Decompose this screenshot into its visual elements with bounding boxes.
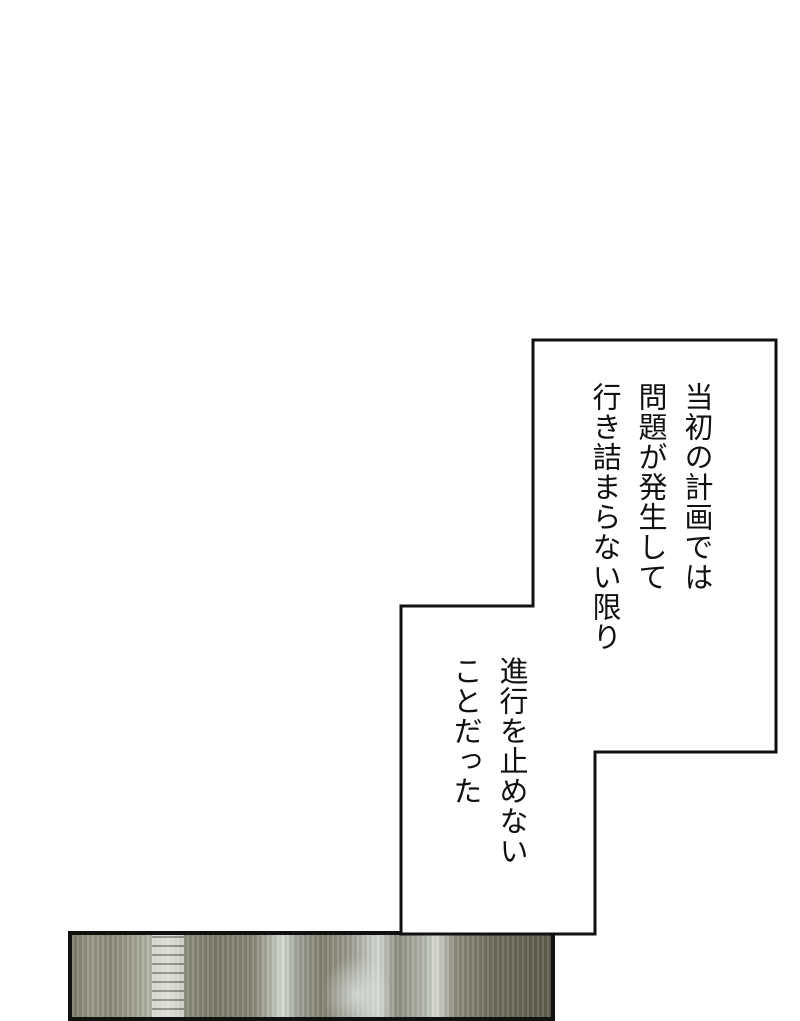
caption-lower-text: 進行を止めない ことだった [443,656,535,916]
caption-line: ことだった [449,656,483,806]
caption-line: 行き詰まらない限り [588,382,622,652]
caption-line: 進行を止めない [495,656,529,866]
caption-line: 当初の計画では [680,382,714,592]
comic-panel-image [68,931,555,1021]
brick-wall [152,935,184,1017]
mist [322,955,392,1017]
caption-upper-text: 当初の計画では 問題が発生して 行き詰まらない限り [582,382,720,722]
caption-line: 問題が発生して [634,382,668,592]
column-stripes [72,935,551,1017]
